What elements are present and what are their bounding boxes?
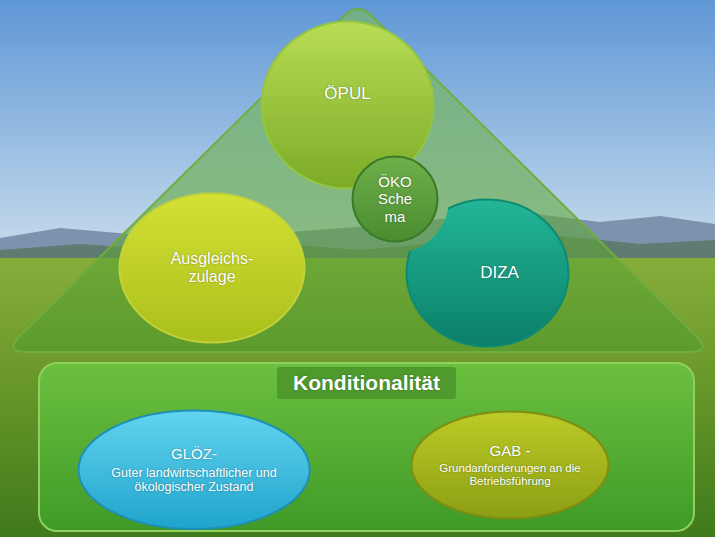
node-content: GAB - Grundanforderungen an die Betriebsf… [410,410,610,520]
crescent-outline [407,200,569,347]
node-label: GLÖZ- [171,445,217,462]
payment-crescent: DIZA [405,198,570,348]
gab-ellipse: GAB - Grundanforderungen an die Betriebsf… [410,410,610,520]
node-label: GAB - [490,442,531,459]
node-description: Grundanforderungen an die Betriebsführun… [438,462,583,488]
node-content: DIZA [405,198,570,348]
node-description: Guter landwirtschaftlicher und ökologisc… [109,466,279,495]
node-label: DIZA [480,263,519,283]
node-content: Konditionalität [38,362,695,399]
node-label: Konditionalität [277,367,456,399]
ellipse-outline [412,412,609,519]
node-content: GLÖZ- Guter landwirtschaftlicher und ökol… [77,409,311,531]
pyramid-region [14,9,703,352]
glozh-ellipse: GLÖZ- Guter landwirtschaftlicher und ökol… [77,409,311,531]
node-label: Ausgleichs- zulage [171,250,254,287]
ellipse-outline [78,411,309,530]
conditionality-band: KonditionalitätGLÖZ- Guter landwirtschaft… [38,362,695,532]
ellipse-outline [120,194,305,343]
node-label: ÖPUL [324,84,370,104]
node-label: ÖKO Sche ma [378,173,412,225]
allowance-circle: Ausgleichs- zulage [118,192,306,344]
node-content: Ausgleichs- zulage [118,192,306,344]
band-outline [39,363,694,531]
